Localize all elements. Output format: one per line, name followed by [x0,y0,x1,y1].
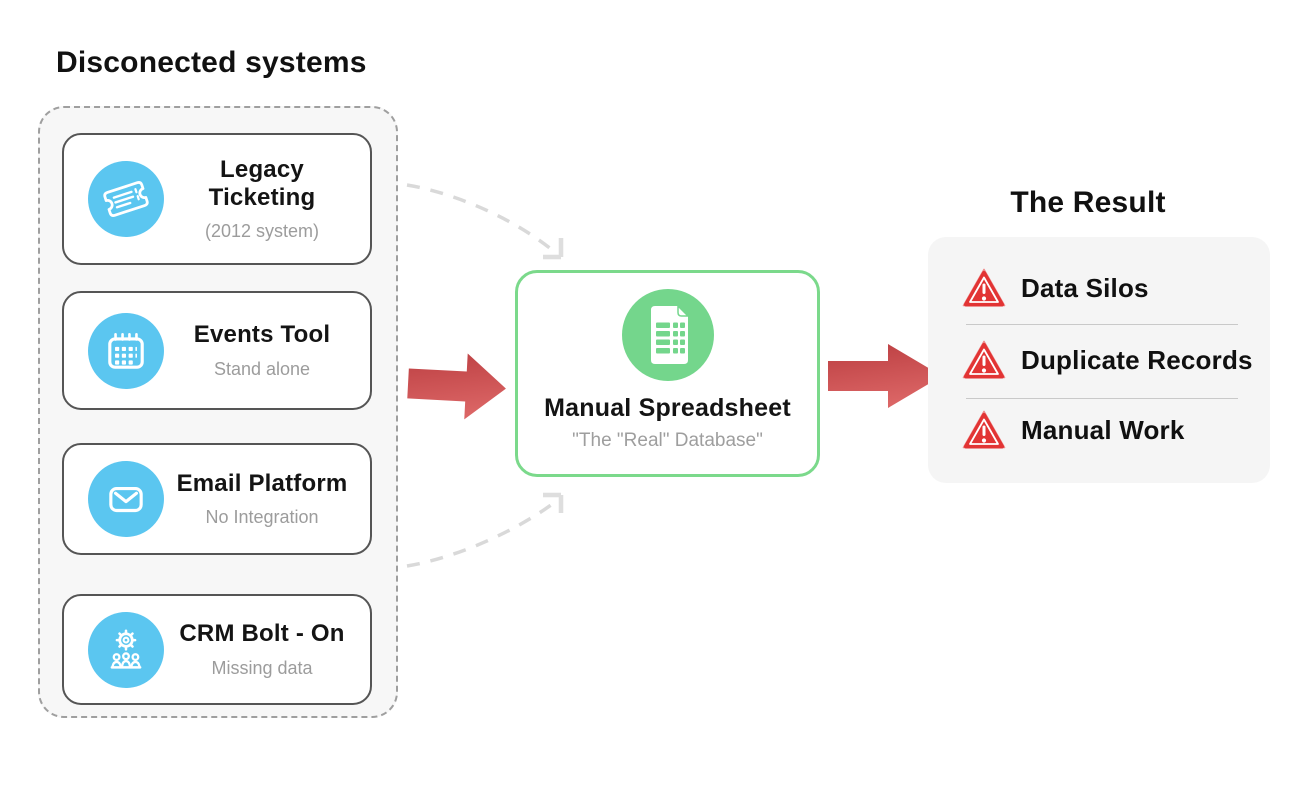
warning-icon [962,340,1006,379]
system-title: Email Platform [176,469,348,497]
result-label: Manual Work [1021,414,1185,445]
system-card-events-tool: Events Tool Stand alone [62,291,372,410]
system-subtitle: Stand alone [213,358,311,379]
result-panel: Data Silos Duplicate Records Manual [928,237,1270,483]
system-subtitle: Missing data [211,657,313,678]
ticket-icon [103,181,149,217]
system-title: CRM Bolt - On [179,620,345,648]
left-panel-title: Disconected systems [56,46,367,79]
ticket-icon-circle [88,161,164,237]
crm-icon-circle [88,611,164,688]
result-label: Data Silos [1021,272,1149,303]
result-label: Duplicate Records [1021,344,1253,375]
result-title: The Result [1010,186,1166,219]
system-subtitle: No Integration [205,507,319,528]
flow-arrow-left [407,353,506,420]
warning-icon [962,410,1006,449]
system-card-crm-bolt-on: CRM Bolt - On Missing data [62,594,372,705]
system-card-email-platform: Email Platform No Integration [62,443,372,555]
envelope-icon-circle [88,461,164,537]
manual-spreadsheet-card: Manual Spreadsheet "The "Real" Database" [515,270,820,477]
warning-icon [962,268,1006,307]
envelope-icon [109,486,143,513]
result-divider [966,324,1238,325]
system-subtitle: (2012 system) [204,221,320,242]
spreadsheet-subtitle: "The "Real" Database" [572,430,763,451]
dashed-arrow-top [406,183,564,260]
system-card-legacy-ticketing: Legacy Ticketing (2012 system) [62,133,372,265]
calendar-icon [108,332,144,369]
dashed-arrow-bottom [406,492,564,568]
spreadsheet-title: Manual Spreadsheet [544,394,791,422]
result-item-data-silos: Data Silos [962,266,1149,310]
flow-arrow-right [828,344,942,408]
calendar-icon-circle [88,312,164,389]
system-title: Legacy Ticketing [208,155,316,211]
result-item-duplicate-records: Duplicate Records [962,338,1253,382]
system-title: Events Tool [193,321,331,349]
spreadsheet-icon [621,289,714,381]
result-divider [966,398,1238,399]
result-item-manual-work: Manual Work [962,408,1185,452]
crm-icon [110,629,142,669]
